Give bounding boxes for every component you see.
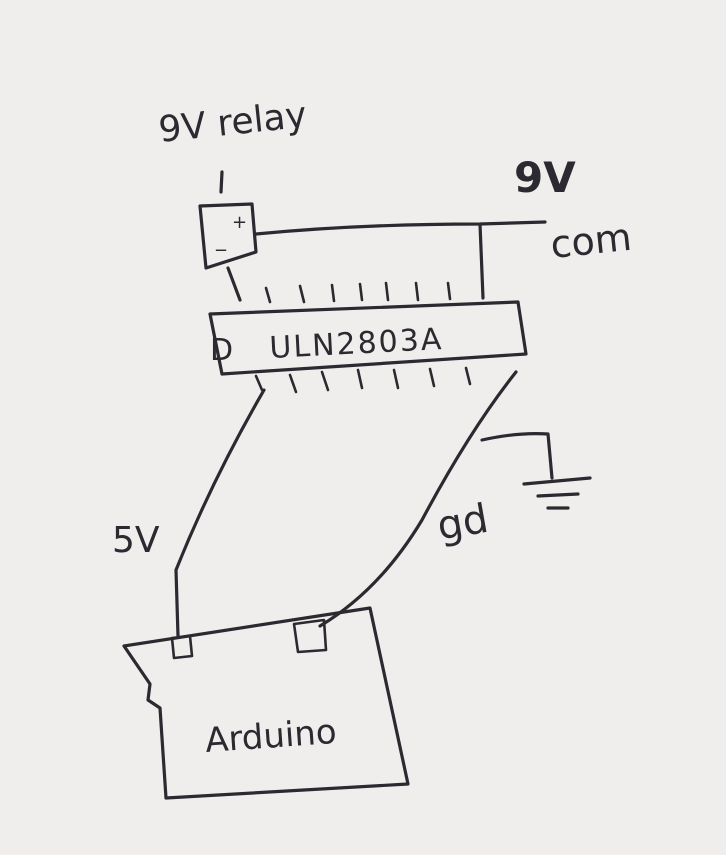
chip-body	[208, 300, 528, 376]
ground-wire	[318, 370, 518, 628]
supply-com-label: com	[548, 215, 633, 267]
five-volt-pin	[170, 634, 194, 660]
relay-label-pointer	[219, 170, 224, 194]
arduino-board	[122, 606, 410, 800]
chip-bottom-pins	[254, 366, 472, 394]
relay-to-chip-wire	[226, 266, 242, 302]
relay-to-com-wire	[254, 220, 547, 236]
com-drop-wire	[478, 222, 485, 300]
relay-plus-label: +	[232, 212, 247, 233]
arduino-label: Arduino	[204, 712, 338, 761]
ground-pin	[292, 618, 328, 654]
chip-notch-label: D	[210, 333, 233, 368]
five-volt-wire	[174, 388, 266, 638]
chip-top-pins	[264, 281, 452, 304]
ground-symbol-icon	[522, 476, 592, 510]
ground-branch-wire	[480, 432, 554, 480]
five-volt-label: 5V	[112, 520, 160, 561]
ground-label: gd	[434, 496, 492, 550]
relay-body	[198, 202, 258, 270]
relay-minus-label: _	[215, 227, 227, 251]
supply-voltage-label: 9V	[514, 153, 576, 202]
